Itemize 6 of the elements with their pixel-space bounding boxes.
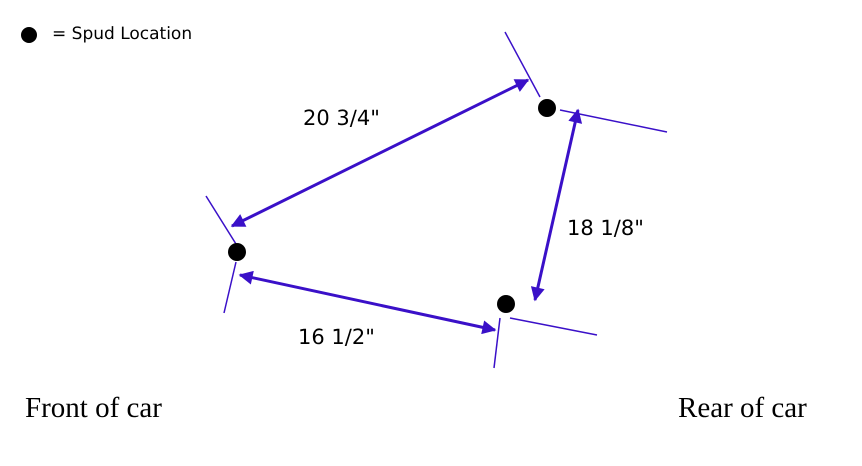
legend-text: = Spud Location	[52, 23, 192, 46]
dimension-label: 20 3/4"	[303, 108, 380, 129]
side-label: Front of car	[25, 394, 162, 423]
dimension-label: 18 1/8"	[567, 218, 644, 239]
side-label: Rear of car	[678, 394, 807, 423]
dimension-label: 16 1/2"	[298, 327, 375, 348]
